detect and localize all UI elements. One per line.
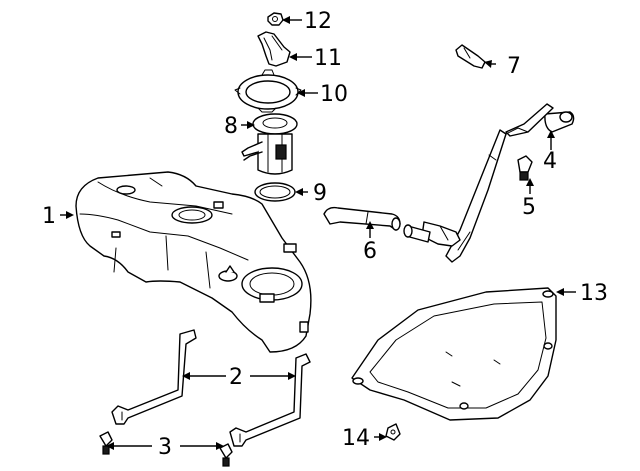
- callout-13: 13: [580, 281, 608, 306]
- callout-8: 8: [224, 114, 238, 139]
- part-2-tank-straps: [111, 329, 311, 447]
- callout-4: 4: [543, 149, 557, 174]
- part-10-lock-ring: [234, 69, 302, 113]
- callout-10: 10: [320, 82, 348, 107]
- part-9-gasket: [254, 182, 296, 202]
- part-4-filler-pipe: [403, 103, 575, 263]
- callout-3: 3: [158, 435, 172, 460]
- part-6-hose: [323, 206, 401, 231]
- leader-lines: [60, 16, 576, 450]
- callout-12: 12: [304, 9, 332, 34]
- callout-7: 7: [507, 54, 521, 79]
- callout-labels: 12 11 10 8 9 7 4 5 6 1 2 3 13 14: [42, 9, 608, 460]
- callout-2: 2: [229, 365, 243, 390]
- part-7-vent-valve: [455, 44, 486, 69]
- callout-11: 11: [314, 46, 342, 71]
- part-5-bolt: [517, 155, 533, 181]
- part-13-heat-shield: [351, 287, 557, 421]
- part-1-fuel-tank: [75, 171, 312, 353]
- part-11-bracket: [257, 31, 291, 67]
- callout-6: 6: [363, 239, 377, 264]
- callout-1: 1: [42, 204, 56, 229]
- part-14-bolt: [385, 423, 401, 441]
- part-12-nut: [267, 12, 284, 26]
- part-8-fuel-pump-module: [241, 113, 298, 175]
- callout-5: 5: [522, 195, 536, 220]
- callout-9: 9: [313, 181, 327, 206]
- part-3-bolts: [99, 431, 233, 467]
- callout-14: 14: [342, 426, 370, 451]
